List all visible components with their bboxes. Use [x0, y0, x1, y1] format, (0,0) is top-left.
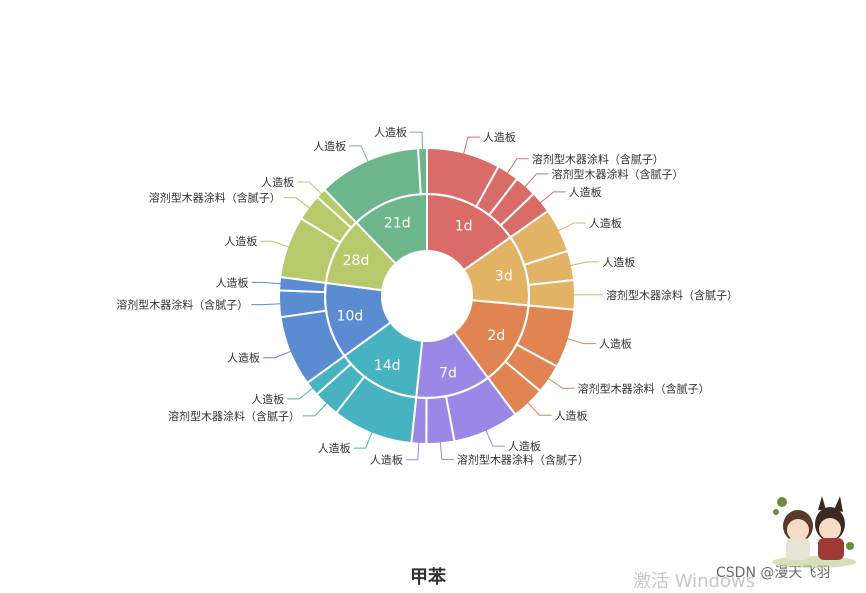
outer-ring-label: 人造板 [555, 408, 588, 422]
anime-couple-sticker-icon [768, 488, 860, 568]
outer-ring-label: 人造板 [483, 130, 516, 144]
outer-ring-label: 人造板 [224, 234, 257, 248]
inner-ring-label: 21d [384, 215, 411, 231]
outer-ring-label: 人造板 [508, 439, 541, 453]
outer-ring-label: 人造板 [599, 337, 632, 351]
outer-ring-label: 溶剂型木器涂料（含腻子） [532, 152, 664, 166]
outer-ring-label: 人造板 [589, 216, 622, 230]
inner-ring-label: 7d [439, 366, 457, 382]
inner-ring-label: 1d [455, 218, 473, 234]
outer-ring-label: 人造板 [227, 351, 260, 365]
inner-ring-label: 28d [343, 253, 370, 269]
outer-ring-label: 人造板 [318, 441, 351, 455]
outer-ring-label: 人造板 [261, 175, 294, 189]
outer-ring-label: 人造板 [313, 139, 346, 153]
outer-ring-label: 人造板 [602, 255, 635, 269]
outer-ring-label: 溶剂型木器涂料（含腻子） [578, 381, 710, 395]
outer-ring-label: 溶剂型木器涂料（含腻子） [457, 452, 589, 466]
outer-ring-label: 溶剂型木器涂料（含腻子） [606, 288, 738, 302]
inner-ring-label: 3d [495, 269, 513, 285]
outer-ring-label: 人造板 [374, 125, 407, 139]
inner-ring-label: 14d [374, 358, 401, 374]
inner-ring-label: 10d [337, 309, 364, 325]
outer-ring-label: 人造板 [370, 453, 403, 467]
outer-ring-label: 溶剂型木器涂料（含腻子） [168, 409, 300, 423]
outer-ring-label: 溶剂型木器涂料（含腻子） [552, 167, 684, 181]
outer-ring-label: 溶剂型木器涂料（含腻子） [116, 298, 248, 312]
outer-ring-label: 人造板 [251, 392, 284, 406]
inner-ring-label: 2d [487, 328, 505, 344]
outer-ring-label: 溶剂型木器涂料（含腻子） [149, 191, 281, 205]
outer-ring-label: 人造板 [216, 275, 249, 289]
label-leader-line [568, 262, 600, 266]
outer-ring-label: 人造板 [569, 185, 602, 199]
